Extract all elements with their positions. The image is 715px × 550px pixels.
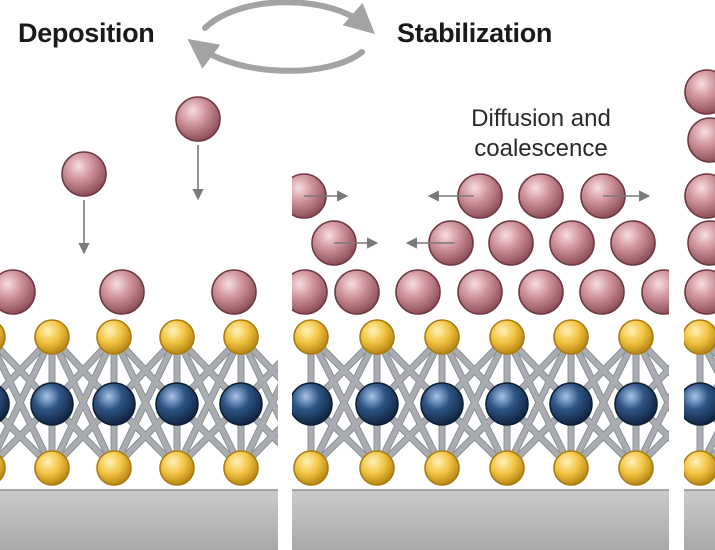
lattice-bond: [0, 334, 55, 450]
substrate: [292, 490, 669, 550]
top-chalcogen-atom: [489, 319, 525, 355]
lattice-bond: [439, 334, 510, 471]
metal-atom: [355, 382, 399, 426]
lattice-bond: [111, 334, 180, 471]
metal-atom: [485, 382, 529, 426]
adatom-layer-1: [292, 269, 328, 315]
metal-atom: [549, 382, 593, 426]
adatom-layer-1: [518, 269, 564, 315]
lattice-bond: [308, 334, 380, 471]
adatom-layer-2: [610, 220, 656, 266]
deposition-title: Deposition: [18, 18, 155, 48]
metal-atom: [684, 382, 715, 426]
top-chalcogen-atom: [684, 319, 715, 355]
bottom-chalcogen-atom: [223, 450, 259, 486]
falling-adatom: [175, 96, 221, 142]
deposition-panel: [0, 96, 278, 550]
substrate: [0, 490, 278, 550]
adatom-layer-1: [457, 269, 503, 315]
lattice-bond: [568, 334, 639, 471]
bottom-chalcogen-atom: [0, 454, 6, 482]
next-stage-adatom: [687, 220, 715, 266]
top-chalcogen-atom: [293, 319, 329, 355]
stabilization-title: Stabilization: [397, 18, 553, 48]
bottom-chalcogen-atom: [424, 450, 460, 486]
top-chalcogen-atom: [424, 319, 460, 355]
bottom-chalcogen-atom: [489, 450, 525, 486]
adsorbed-adatom: [0, 269, 36, 315]
top-chalcogen-atom: [96, 319, 132, 355]
bottom-chalcogen-atom: [34, 450, 70, 486]
top-chalcogen-atom: [159, 319, 195, 355]
metal-atom: [219, 382, 263, 426]
next-stage-adatom: [687, 117, 715, 163]
substrate: [684, 490, 715, 550]
diffusion-coalescence-label: Diffusion and coalescence: [456, 104, 626, 164]
metal-atom: [92, 382, 136, 426]
falling-adatom: [61, 151, 107, 197]
metal-atom: [0, 385, 10, 423]
bottom-chalcogen-atom: [618, 450, 654, 486]
metal-atom: [614, 382, 658, 426]
adatom-layer-1: [334, 269, 380, 315]
top-chalcogen-atom: [0, 323, 6, 351]
lattice-bond: [633, 394, 669, 471]
lattice-bond: [49, 334, 117, 471]
bottom-chalcogen-atom: [96, 450, 132, 486]
annotation-line-1: Diffusion and: [471, 105, 611, 132]
next-stage-adatom: [684, 269, 715, 315]
adsorbed-adatom: [99, 269, 145, 315]
lattice-bond: [697, 334, 715, 373]
metal-atom: [420, 382, 464, 426]
bottom-chalcogen-atom: [293, 450, 329, 486]
next-stage-adatom: [684, 173, 715, 219]
next-stage-adatom: [684, 69, 715, 115]
adatom-layer-1: [641, 269, 669, 315]
top-chalcogen-atom: [618, 319, 654, 355]
bottom-chalcogen-atom: [553, 450, 589, 486]
bottom-chalcogen-atom: [159, 450, 195, 486]
bottom-chalcogen-atom: [359, 450, 395, 486]
stabilization-panel: [292, 173, 669, 550]
metal-atom: [155, 382, 199, 426]
adatom-layer-3: [518, 173, 564, 219]
metal-atom: [292, 382, 333, 426]
adatom-layer-1: [395, 269, 441, 315]
top-chalcogen-atom: [553, 319, 589, 355]
top-chalcogen-atom: [223, 319, 259, 355]
adsorbed-adatom: [211, 269, 257, 315]
next-stage-panel: [684, 69, 715, 550]
annotation-line-2: coalescence: [474, 135, 608, 162]
adatom-layer-2: [488, 220, 534, 266]
cycle-arrow-icon: [187, 0, 375, 74]
adatom-layer-2: [549, 220, 595, 266]
adatom-layer-1: [579, 269, 625, 315]
lattice-bond: [697, 432, 715, 471]
top-chalcogen-atom: [359, 319, 395, 355]
bottom-chalcogen-atom: [684, 450, 715, 486]
lattice-bond: [174, 334, 244, 471]
lattice-bond: [504, 334, 574, 471]
top-chalcogen-atom: [34, 319, 70, 355]
lattice-bond: [374, 334, 445, 471]
metal-atom: [30, 382, 74, 426]
lattice-bond: [238, 385, 278, 471]
